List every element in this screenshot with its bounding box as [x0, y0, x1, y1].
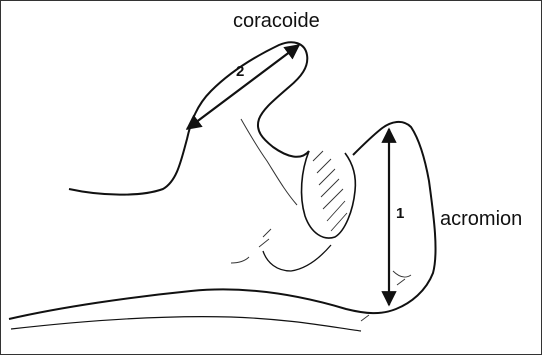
- lower-contour: [11, 317, 361, 331]
- scapula-outline: [9, 122, 436, 319]
- glenoid-hatch: [313, 151, 347, 231]
- shading-marks: [231, 229, 411, 321]
- acromion-label: acromion: [440, 208, 522, 231]
- neck-detail: [263, 245, 331, 271]
- measure-label-1: 1: [396, 205, 404, 222]
- measure-arrow-2: [187, 45, 299, 129]
- glenoid-contour: [302, 151, 356, 238]
- notch-detail: [241, 119, 297, 205]
- measure-label-2: 2: [236, 63, 244, 80]
- coracoid-label: coracoide: [233, 10, 320, 33]
